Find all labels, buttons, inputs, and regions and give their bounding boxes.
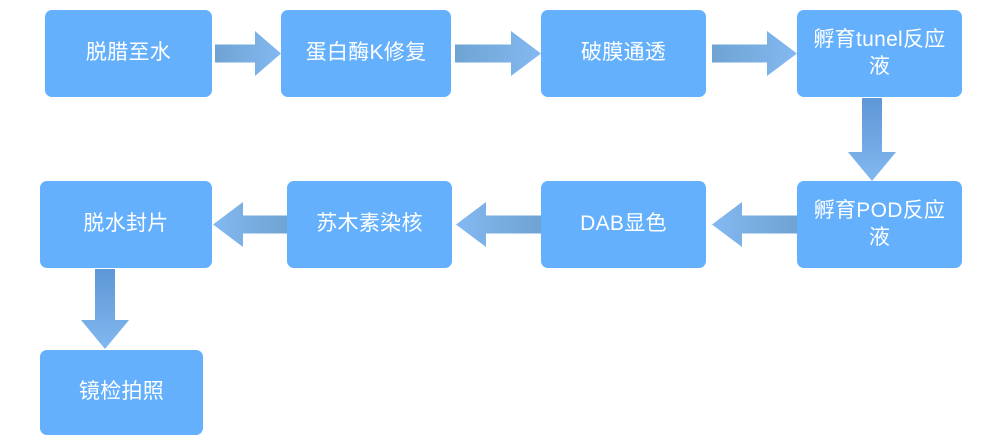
flow-arrow-down-2 bbox=[81, 269, 129, 349]
flow-node-label: 蛋白酶K修复 bbox=[305, 41, 427, 65]
flow-node-label: 脱水封片 bbox=[83, 212, 169, 236]
flow-arrow-right-1 bbox=[215, 31, 281, 76]
flow-arrow-left-3 bbox=[213, 202, 287, 247]
flow-arrow-right-2 bbox=[455, 31, 541, 76]
flow-node-label: 镜检拍照 bbox=[78, 380, 165, 404]
flow-arrow-left-1 bbox=[712, 202, 797, 247]
flow-node-label: 破膜通透 bbox=[580, 41, 667, 65]
flow-node-label: 孵育tunel反应液 bbox=[813, 27, 946, 78]
flow-node-pomo-tongtou[interactable]: 破膜通透 bbox=[541, 10, 706, 97]
flow-arrow-right-3 bbox=[712, 31, 797, 76]
flow-arrow-left-2 bbox=[456, 202, 541, 247]
flow-arrow-down-1 bbox=[848, 98, 896, 181]
flow-node-danbaimeik-xiufu[interactable]: 蛋白酶K修复 bbox=[281, 10, 451, 97]
flow-node-label: 孵育POD反应液 bbox=[813, 198, 946, 249]
flow-node-label: DAB显色 bbox=[580, 212, 667, 236]
flow-node-label: 苏木素染核 bbox=[316, 212, 423, 236]
flow-node-fuyu-pod-fanyingye[interactable]: 孵育POD反应液 bbox=[797, 181, 962, 268]
flow-node-tuoshui-fengpian[interactable]: 脱水封片 bbox=[40, 181, 212, 268]
flow-node-fuyu-tunel-fanyingye[interactable]: 孵育tunel反应液 bbox=[797, 10, 962, 97]
flow-node-sumusu-ranhe[interactable]: 苏木素染核 bbox=[287, 181, 452, 268]
flow-node-label: 脱腊至水 bbox=[85, 41, 172, 65]
flow-node-dab-xianse[interactable]: DAB显色 bbox=[541, 181, 706, 268]
flow-node-jingjian-paizhao[interactable]: 镜检拍照 bbox=[40, 350, 203, 435]
flow-node-tuola-zhishui[interactable]: 脱腊至水 bbox=[45, 10, 212, 97]
